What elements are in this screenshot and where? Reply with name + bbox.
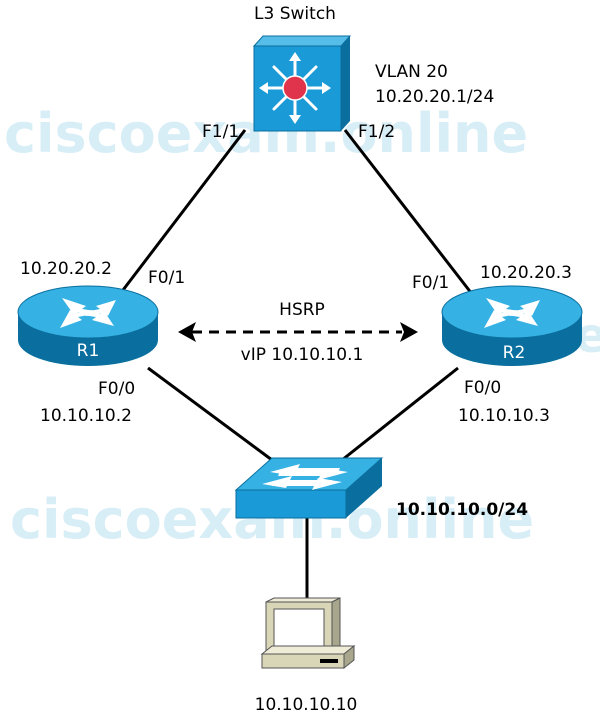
pc-ip: 10.10.10.10	[255, 695, 358, 715]
link-l3-r1	[118, 129, 247, 295]
router-r1-name: R1	[77, 341, 100, 361]
lan-switch-icon	[234, 457, 384, 519]
hsrp-vip: vIP 10.10.10.1	[241, 345, 364, 365]
link-l3-r2	[343, 129, 474, 295]
r1-f01-label: F0/1	[148, 268, 185, 288]
l3-switch-title: L3 Switch	[254, 4, 336, 24]
vlan-label: VLAN 20	[375, 62, 448, 82]
r1-f01-ip: 10.20.20.2	[20, 259, 112, 279]
r1-f00-label: F0/0	[98, 379, 135, 399]
l3-port-left: F1/1	[202, 122, 239, 142]
r2-f00-ip: 10.10.10.3	[458, 406, 550, 426]
router-r2-icon: R2	[441, 285, 583, 366]
r2-f01-ip: 10.20.20.3	[480, 263, 572, 283]
link-r2-switch	[341, 366, 459, 462]
hsrp-label: HSRP	[279, 300, 325, 320]
router-r1-icon: R1	[17, 285, 159, 366]
link-r1-switch	[147, 366, 273, 462]
l3-port-right: F1/2	[358, 122, 395, 142]
vlan-ip: 10.20.20.1/24	[375, 87, 494, 107]
r2-f01-label: F0/1	[412, 273, 449, 293]
l3-switch-icon	[252, 35, 352, 132]
router-r2-name: R2	[503, 343, 526, 363]
pc-icon	[260, 597, 356, 670]
r1-f00-ip: 10.10.10.2	[40, 406, 132, 426]
r2-f00-label: F0/0	[464, 378, 501, 398]
lan-network: 10.10.10.0/24	[396, 500, 528, 520]
hsrp-arrow	[178, 322, 418, 342]
